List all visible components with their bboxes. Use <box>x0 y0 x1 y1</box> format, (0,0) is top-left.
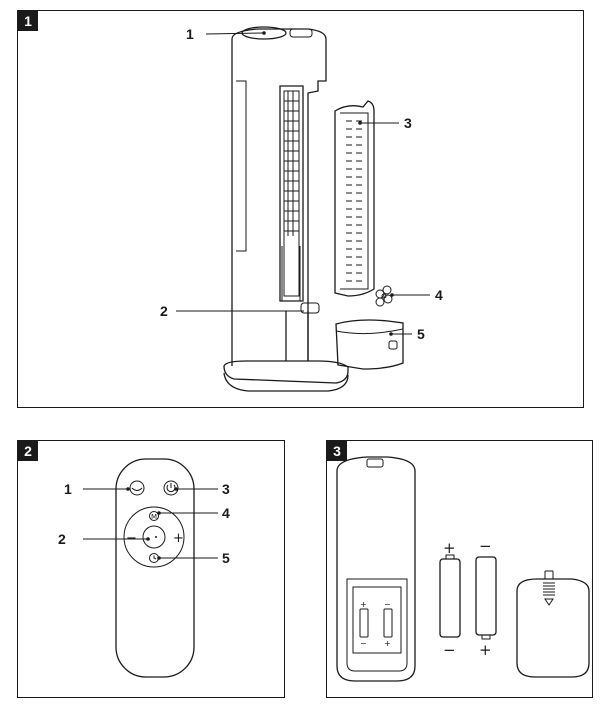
batteries-drawing: + − − + <box>439 537 497 659</box>
water-tank-drawing <box>335 319 404 370</box>
panel-1-fan-overview: 1 <box>17 10 584 408</box>
ice-pack-clip-drawing <box>375 285 393 307</box>
callout-3: 3 <box>404 115 412 131</box>
remote-back-open-drawing: + − − + <box>336 456 416 682</box>
panel-2-remote-control: 2 M − + 1 <box>17 440 285 698</box>
callout-4: 4 <box>435 287 443 303</box>
filter-cassette-drawing <box>334 100 375 297</box>
callout-2: 2 <box>160 303 168 319</box>
panel-2-illustration: M − + 1 2 3 4 5 <box>58 458 230 678</box>
callout-5: 5 <box>417 326 425 342</box>
callout-4: 4 <box>222 505 230 521</box>
fan-grill-pattern <box>284 91 299 236</box>
battery-1-plus: + <box>443 539 456 557</box>
tower-fan-drawing <box>223 26 349 392</box>
svg-text:−: − <box>360 639 367 648</box>
battery-slot-right <box>383 608 393 638</box>
panel-1-illustration: 1 2 3 4 5 <box>160 26 443 392</box>
battery-1-icon <box>439 558 461 638</box>
battery-cover-drawing <box>516 570 590 678</box>
battery-2-plus: + <box>479 641 492 659</box>
svg-text:M: M <box>151 513 157 521</box>
svg-text:−: − <box>384 600 391 609</box>
panel-3-battery-installation: 3 + − − + + − − + <box>326 440 593 698</box>
filter-slots <box>346 120 362 282</box>
center-button-icon <box>142 525 166 549</box>
svg-text:+: + <box>360 600 367 609</box>
callout-3: 3 <box>222 481 230 497</box>
callout-2: 2 <box>58 531 66 547</box>
remote-drawing: M − + <box>115 458 195 678</box>
control-ring <box>123 506 185 568</box>
panel-3-illustration: + − − + + − − + <box>336 456 590 682</box>
battery-1-minus: − <box>443 641 456 659</box>
callout-5: 5 <box>222 550 230 566</box>
oscillation-button-icon <box>129 480 145 496</box>
panel-1-badge: 1 <box>18 11 38 31</box>
battery-2-icon <box>475 556 497 636</box>
callout-1: 1 <box>64 481 72 497</box>
battery-2-minus: − <box>479 537 492 555</box>
panel-2-badge: 2 <box>18 441 38 461</box>
power-button-icon <box>163 480 179 496</box>
callout-line-1 <box>205 32 265 35</box>
mode-button-icon <box>149 511 159 521</box>
svg-text:+: + <box>384 639 391 648</box>
panel-3-badge: 3 <box>327 441 347 461</box>
callout-1: 1 <box>186 26 194 42</box>
battery-slot-left <box>359 608 369 638</box>
plus-symbol: + <box>173 531 184 546</box>
